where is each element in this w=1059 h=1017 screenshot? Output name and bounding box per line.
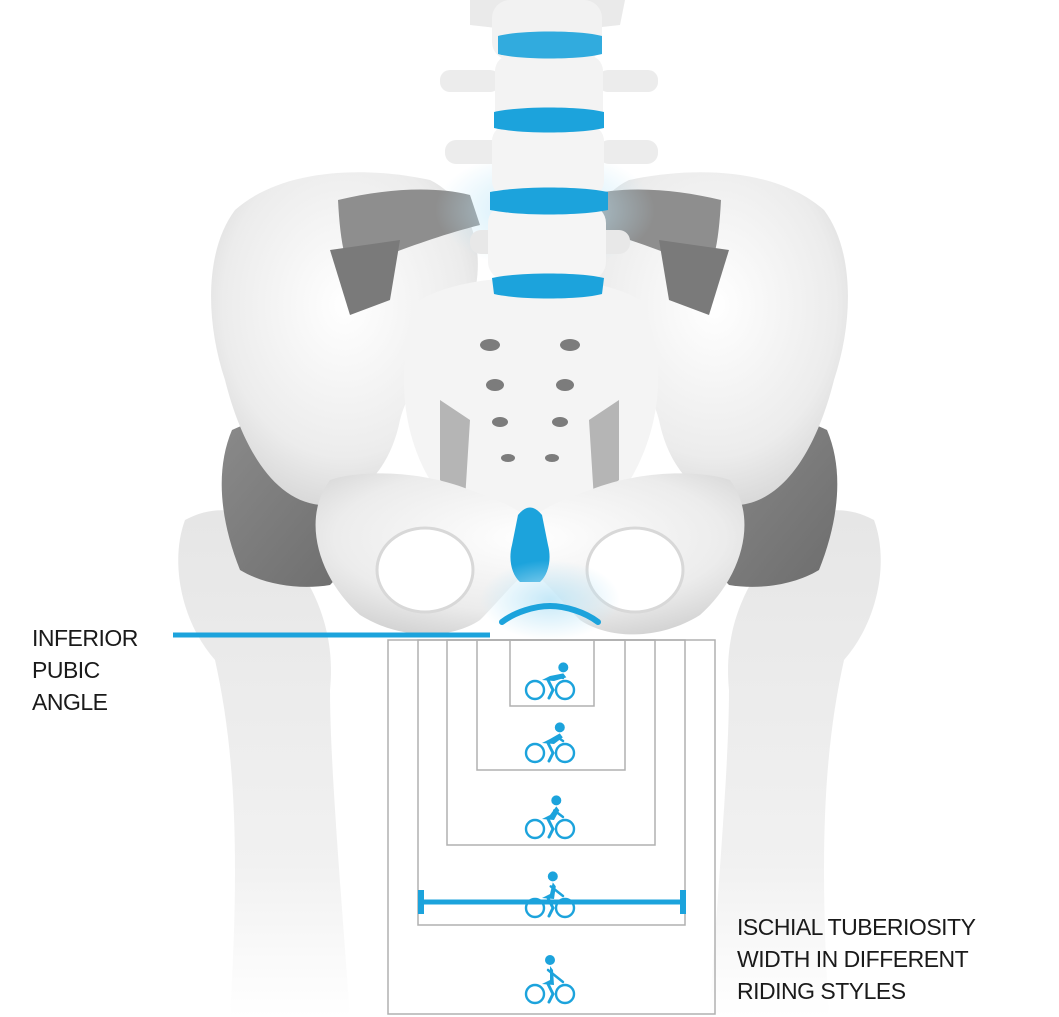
- label-line: RIDING STYLES: [737, 975, 975, 1007]
- cyclist-aero-icon: [526, 662, 574, 699]
- left-femur: [178, 510, 350, 1017]
- ischial-tuberiosity-label: ISCHIAL TUBERIOSITY WIDTH IN DIFFERENT R…: [737, 911, 975, 1007]
- label-line: ISCHIAL TUBERIOSITY: [737, 911, 975, 943]
- cyclist-touring-icon: [526, 871, 574, 917]
- cyclist-icons: [526, 662, 574, 1003]
- cyclist-road-icon: [526, 722, 574, 762]
- label-line: PUBIC: [32, 654, 138, 686]
- label-line: ANGLE: [32, 686, 138, 718]
- cyclist-sport-icon: [526, 795, 574, 838]
- cyclist-upright-icon: [526, 955, 574, 1003]
- inferior-pubic-angle-arc: [480, 560, 620, 640]
- label-line: WIDTH IN DIFFERENT: [737, 943, 975, 975]
- inferior-pubic-angle-label: INFERIOR PUBIC ANGLE: [32, 622, 138, 718]
- label-line: INFERIOR: [32, 622, 138, 654]
